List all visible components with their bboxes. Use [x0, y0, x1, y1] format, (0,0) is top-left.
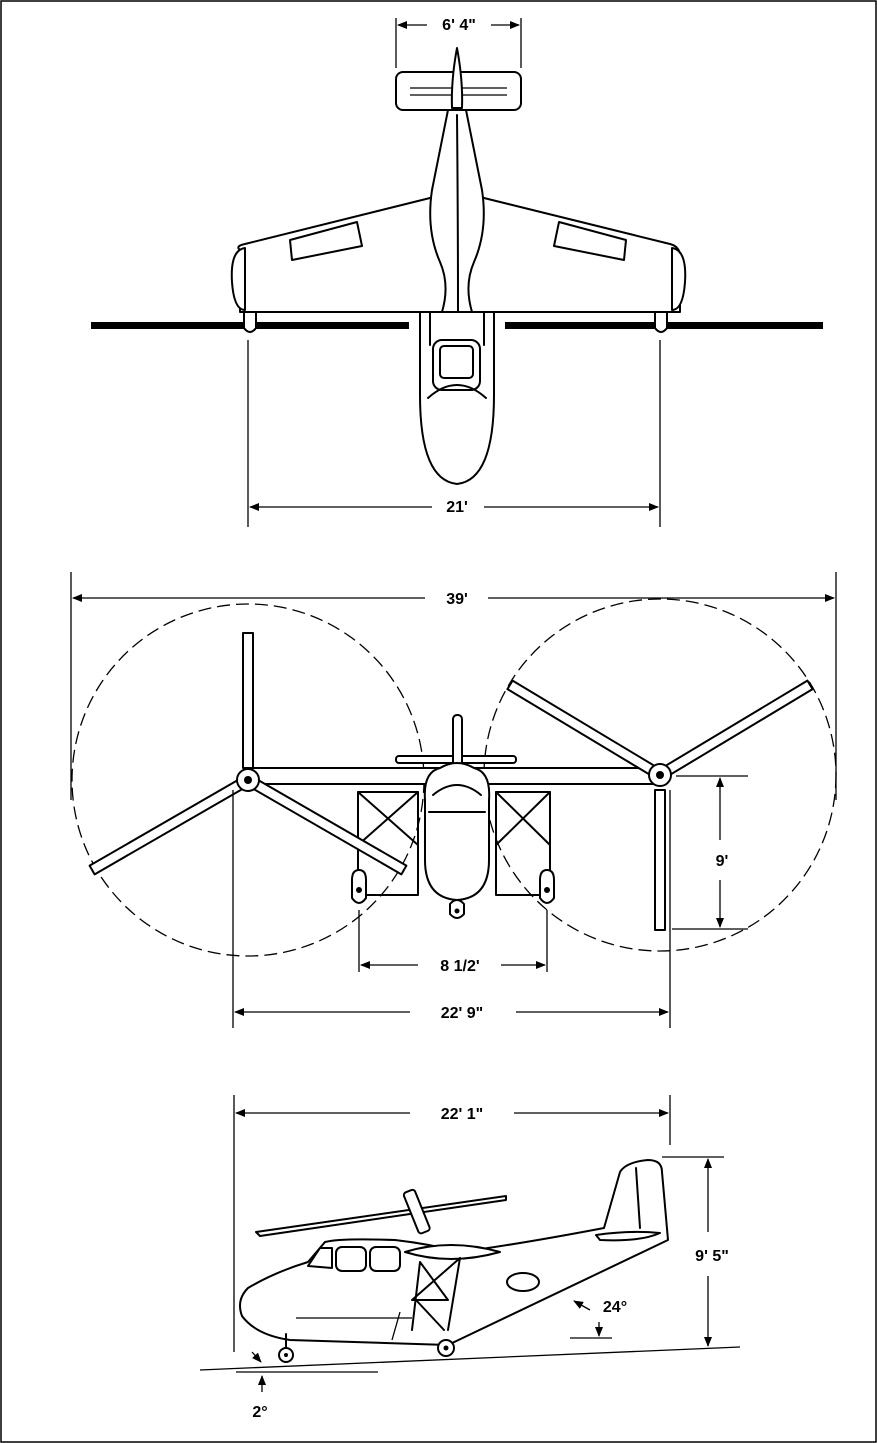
left-blade-lower-left — [88, 779, 243, 876]
top-view: 6' 4" 21' — [91, 17, 823, 527]
side-view: 22' 1" — [199, 1095, 741, 1421]
left-aileron — [289, 221, 363, 261]
dim-tail-span: 6' 4" — [442, 17, 476, 34]
right-wingtip — [671, 247, 687, 311]
side-window-2 — [369, 1246, 401, 1272]
right-blade-down — [654, 789, 666, 931]
side-folded-blade — [402, 1188, 431, 1235]
dim-rotor-span: 39' — [446, 591, 468, 608]
dim-hub-spacing: 22' 9" — [441, 1005, 484, 1022]
left-gear-pod — [243, 311, 257, 333]
dim-rotor-height: 9' — [716, 853, 729, 870]
left-blade-up — [242, 632, 254, 769]
left-main-wheel — [351, 869, 367, 904]
front-view: 39' — [70, 572, 837, 1028]
dim-ground-angle: 2° — [252, 1404, 267, 1421]
ground-line — [199, 1346, 741, 1371]
side-elevator — [595, 1230, 661, 1242]
right-gear-pod — [654, 311, 668, 333]
left-wingtip — [230, 247, 246, 311]
right-main-wheel — [539, 869, 555, 904]
dim-fuselage-length: 22' 1" — [441, 1106, 484, 1123]
right-blade-upper-right — [664, 679, 814, 776]
side-rotor-blade — [255, 1195, 507, 1237]
side-nacelle — [404, 1244, 501, 1260]
side-porthole — [506, 1272, 540, 1292]
front-fuselage — [423, 762, 491, 901]
right-blade-upper-left — [506, 679, 656, 776]
tail-fin-top — [450, 47, 464, 109]
side-window-1 — [335, 1246, 367, 1272]
fuselage-top — [419, 311, 495, 485]
dim-top-gear-track: 21' — [446, 499, 468, 516]
dim-tail-angle: 24° — [603, 1299, 627, 1316]
left-blade-lower-right — [253, 779, 408, 876]
right-aileron — [553, 221, 627, 261]
dim-nose-track: 8 1/2' — [440, 958, 479, 975]
dim-overall-height: 9' 5" — [695, 1248, 729, 1265]
